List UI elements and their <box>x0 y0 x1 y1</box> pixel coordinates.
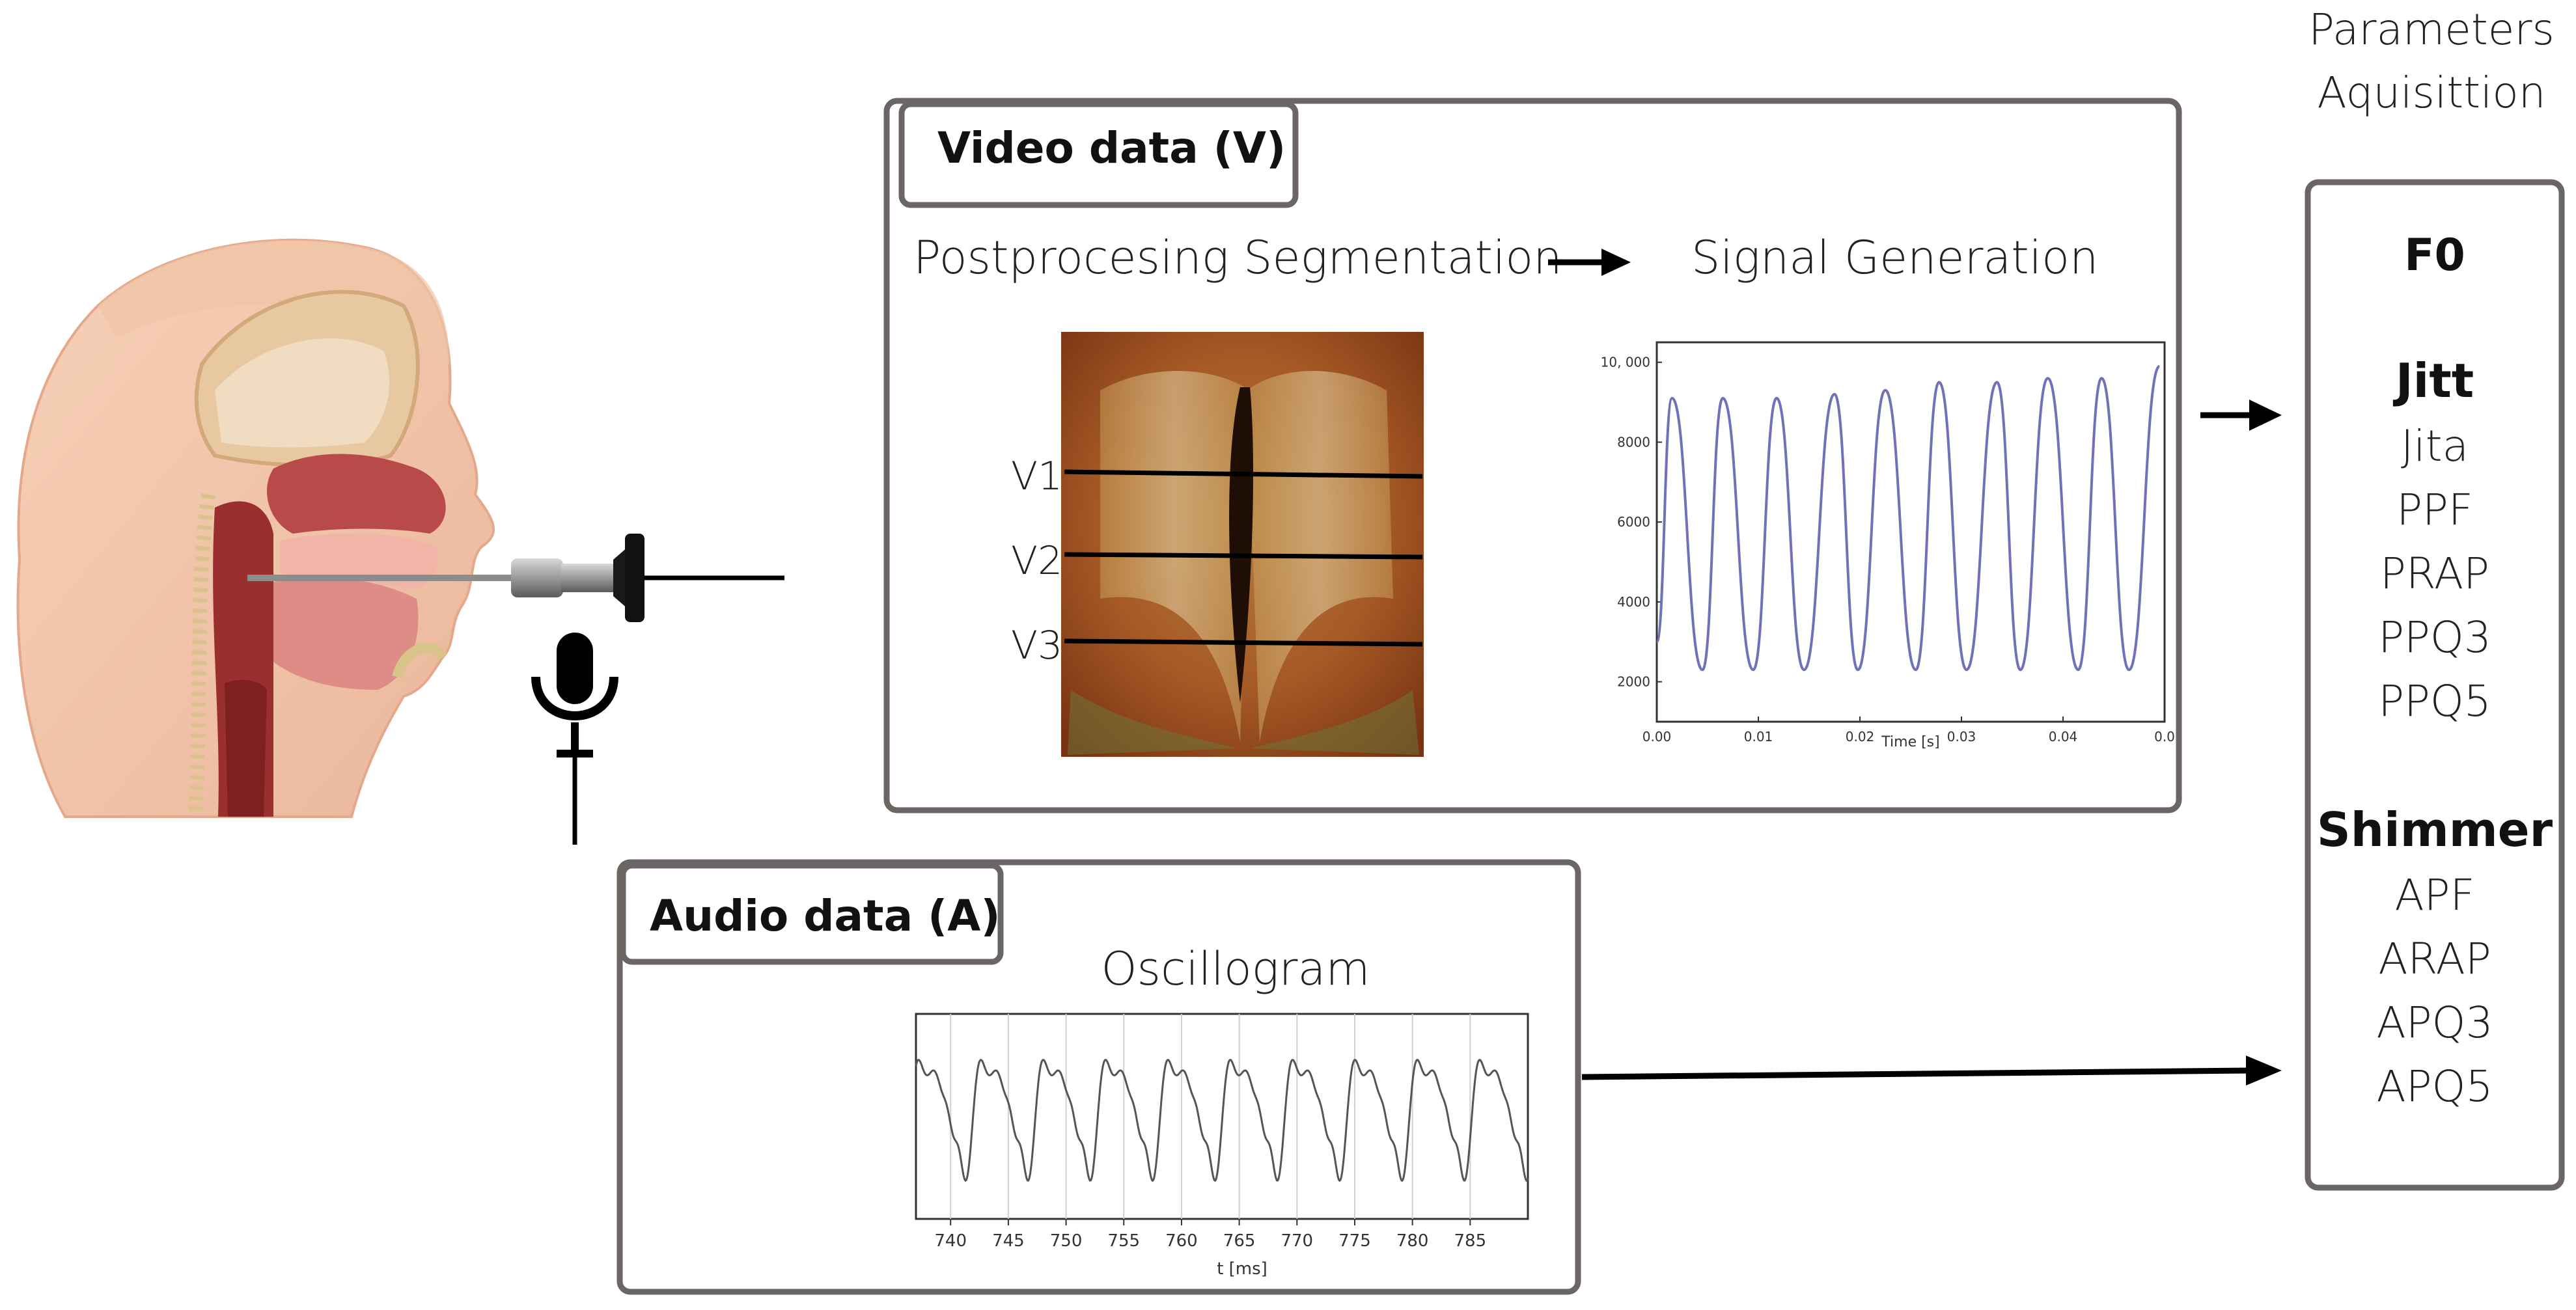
param-shimmer-item: ARAP <box>2378 934 2491 984</box>
oscillogram-x-tick-label: 780 <box>1396 1231 1429 1251</box>
oscillogram-x-axis-label: t [ms] <box>1217 1259 1267 1279</box>
param-f0: F0 <box>2404 230 2465 281</box>
signal-x-tick-label: 0.03 <box>1947 729 1976 744</box>
laryngoscopy-image <box>1061 332 1424 757</box>
line-label-v1: V1 <box>1011 454 1062 499</box>
param-jitter-item: PPQ5 <box>2378 676 2491 726</box>
param-shimmer-item: APQ3 <box>2377 998 2493 1048</box>
signal-y-tick-label: 4000 <box>1617 594 1650 610</box>
param-shimmer-item: APF <box>2395 870 2475 920</box>
signal-series-line <box>1655 364 2161 672</box>
oscillogram-chart: 740 745 750 755 760 765 770 775 780 785 t [ms] <box>915 1013 1529 1279</box>
param-shimmer-heading: Shimmer <box>2317 802 2553 857</box>
line-label-v2: V2 <box>1011 538 1062 584</box>
segmentation-line-v1 <box>1064 469 1423 479</box>
oscillogram-x-tick-label: 745 <box>992 1231 1025 1251</box>
signal-y-tick-label: 10, 000 <box>1601 355 1650 370</box>
oscillogram-series-line <box>915 1058 1529 1182</box>
postprocessing-label: Postprocesing Segmentation <box>913 231 1562 284</box>
oscillogram-x-tick-label: 775 <box>1338 1231 1371 1251</box>
head-anatomy-illustration <box>16 238 495 818</box>
line-label-v3: V3 <box>1011 623 1062 668</box>
oscillogram-x-tick-label: 755 <box>1107 1231 1140 1251</box>
parameters-panel: F0 Jitt Jita PPF PRAP PPQ3 PPQ5 Shimmer … <box>2305 179 2565 1191</box>
oscillogram-x-tick-label: 750 <box>1050 1231 1083 1251</box>
param-jitter-item: PPF <box>2396 485 2473 535</box>
param-jitter-item: Jita <box>2401 421 2469 471</box>
microphone-icon <box>531 633 618 845</box>
param-jitter-item: PRAP <box>2380 549 2489 599</box>
signal-x-axis-label: Time [s] <box>1881 734 1939 750</box>
segmentation-line-v3 <box>1064 638 1423 647</box>
oscillogram-x-tick-label: 785 <box>1454 1231 1487 1251</box>
video-data-title: Video data (V) <box>937 123 1286 173</box>
audio-to-parameters-arrow <box>1581 1067 2252 1080</box>
signal-x-tick-label: 0.01 <box>1744 729 1773 744</box>
oscillogram-x-tick-label: 765 <box>1223 1231 1256 1251</box>
signal-x-tick-label: 0.00 <box>1642 729 1672 744</box>
signal-y-tick-label: 8000 <box>1617 434 1650 450</box>
param-jitter-heading: Jitt <box>2392 353 2474 408</box>
signal-y-tick-label: 6000 <box>1617 514 1650 530</box>
parameters-header-line1: Parameters <box>2308 5 2555 55</box>
endoscope-icon <box>247 534 784 622</box>
signal-x-tick-label: 0.0 <box>2154 729 2175 744</box>
oscillogram-x-tick-label: 760 <box>1165 1231 1198 1251</box>
video-data-panel: Video data (V) Postprocesing Segmentatio… <box>883 98 2182 813</box>
signal-generation-label: Signal Generation <box>1691 231 2098 284</box>
param-shimmer-item: APQ5 <box>2377 1061 2493 1112</box>
audio-data-title: Audio data (A) <box>650 891 1001 941</box>
signal-y-tick-label: 2000 <box>1617 674 1650 690</box>
audio-data-title-box <box>620 862 1004 965</box>
signal-generation-chart: 2000 4000 6000 8000 10, 000 0.00 0.01 0.02 0.03… <box>1601 341 2175 750</box>
segmentation-line-v2 <box>1064 552 1423 560</box>
oscillogram-title: Oscillogram <box>1101 942 1370 996</box>
oscillogram-x-tick-label: 740 <box>934 1231 967 1251</box>
param-jitter-item: PPQ3 <box>2378 612 2491 662</box>
oscillogram-x-tick-label: 770 <box>1281 1231 1313 1251</box>
video-data-title-box <box>898 101 1299 208</box>
signal-x-tick-label: 0.02 <box>1846 729 1875 744</box>
signal-x-tick-label: 0.04 <box>2049 729 2078 744</box>
parameters-header-line2: Aquisittion <box>2317 68 2545 118</box>
